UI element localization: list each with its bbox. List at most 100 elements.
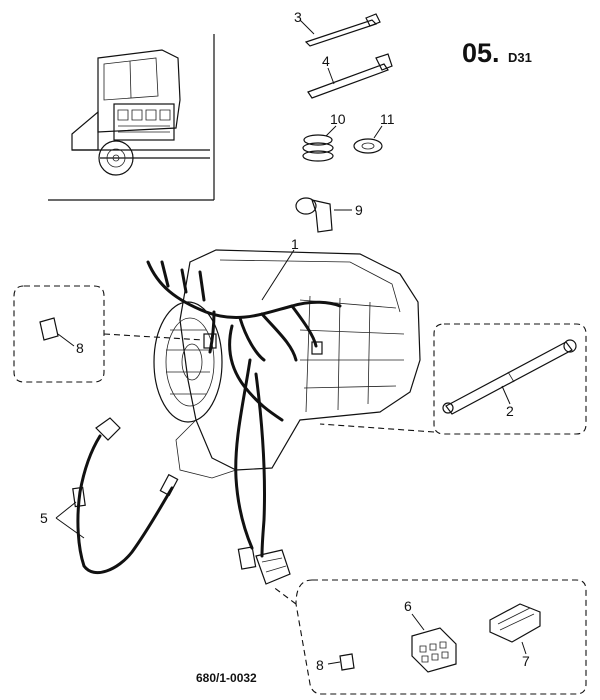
cab-window xyxy=(103,57,159,101)
callout-5: 5 xyxy=(40,510,48,526)
detail-box-left-border xyxy=(13,285,105,383)
callout-3: 3 xyxy=(294,9,302,25)
detail-box-bottom-link xyxy=(271,585,297,605)
callout-4: 4 xyxy=(322,53,330,69)
part-6-pins xyxy=(419,641,449,663)
harness-connector-flywheel xyxy=(203,333,217,349)
harness-branch-a xyxy=(160,260,170,288)
grommet-11-outer xyxy=(353,138,383,154)
grommet-10-top xyxy=(303,134,333,146)
detail-box-left: 8 xyxy=(13,285,205,383)
connector-9-cap xyxy=(295,197,317,215)
detail-box-bottom: 6 7 8 xyxy=(271,579,587,695)
harness-connector-sensor xyxy=(311,341,323,355)
callout-8-left: 8 xyxy=(76,340,84,356)
strap-3-body xyxy=(304,19,378,47)
sensor-5-sleeve-b xyxy=(159,473,179,497)
callout-9: 9 xyxy=(355,202,363,218)
truck-wheel xyxy=(98,140,134,176)
truck-inset xyxy=(48,34,215,201)
leader-10 xyxy=(325,125,337,137)
callout-10: 10 xyxy=(330,111,346,127)
engine-ribs-vertical xyxy=(305,295,371,413)
harness-branch-c xyxy=(198,270,206,302)
part-9-connector: 9 xyxy=(295,197,363,233)
engine-ribs xyxy=(299,299,405,389)
part-8-bottom-body xyxy=(339,653,355,671)
part-8-left-body xyxy=(39,317,59,341)
harness-drop-mid xyxy=(238,316,266,362)
truck-wheel-hub xyxy=(106,148,126,168)
harness-top-run xyxy=(146,260,342,320)
leader-6 xyxy=(411,613,425,631)
leader-5-b xyxy=(55,517,85,539)
engine-detail xyxy=(118,125,170,133)
callout-7: 7 xyxy=(522,653,530,669)
harness-drop-right xyxy=(260,312,298,362)
callout-8-bottom: 8 xyxy=(316,657,324,673)
part-3-strap: 3 xyxy=(294,9,381,47)
drawing-reference: 680/1-0032 xyxy=(196,671,257,685)
flywheel-spokes xyxy=(166,329,210,395)
harness-drop-flywheel xyxy=(208,310,216,354)
harness-end-connector-b-pins xyxy=(261,557,287,573)
engine-top-edge xyxy=(219,259,401,313)
truck-front xyxy=(71,110,99,151)
part-7-body xyxy=(489,603,541,643)
grommet-10-ring xyxy=(302,142,334,154)
callout-6: 6 xyxy=(404,598,412,614)
grommet-11-hole xyxy=(361,142,375,150)
leader-7 xyxy=(521,641,527,655)
leader-3 xyxy=(299,19,315,35)
detail-box-right: 2 xyxy=(319,323,587,435)
callout-11: 11 xyxy=(380,111,395,127)
part-4-strap: 4 xyxy=(307,53,393,99)
engine-cylinders xyxy=(117,109,171,121)
part-1-harness: 1 xyxy=(146,236,342,558)
section-code: D31 xyxy=(508,50,532,65)
flywheel-inner xyxy=(165,317,215,407)
part-2-break xyxy=(507,371,515,383)
cab-window-divider xyxy=(129,60,132,99)
connector-9-body xyxy=(311,199,333,233)
part-2-strap xyxy=(445,341,573,415)
harness-main-down xyxy=(234,358,254,550)
harness-branch-b xyxy=(180,268,188,294)
leader-11 xyxy=(373,125,383,139)
strap-4-body xyxy=(307,63,389,99)
part-10-grommet: 10 xyxy=(302,111,346,162)
harness-end-connector-a xyxy=(237,546,257,570)
sensor-5-sleeve-a xyxy=(72,486,86,508)
sensor-5-plug xyxy=(95,417,121,441)
leader-5-a xyxy=(55,501,77,519)
truck-engine xyxy=(113,103,175,141)
section-number: 05. xyxy=(462,38,500,68)
detail-box-right-link xyxy=(319,423,435,433)
detail-box-left-link xyxy=(103,333,205,341)
harness-drop-sensor xyxy=(290,304,318,348)
section-heading: 05. D31 xyxy=(462,38,532,68)
flywheel xyxy=(153,301,223,423)
leader-2 xyxy=(501,385,511,405)
part-5-cable: 5 xyxy=(40,417,179,575)
strap-3-clip xyxy=(365,13,381,27)
leader-1 xyxy=(261,249,295,301)
leader-4 xyxy=(327,67,335,85)
part-6-body xyxy=(411,627,457,673)
engine-block xyxy=(153,249,421,479)
engine-outline xyxy=(179,249,421,471)
callout-1: 1 xyxy=(291,236,299,252)
strap-4-clip xyxy=(375,53,393,71)
leader-8-bottom xyxy=(327,661,341,665)
part-2-eye-left xyxy=(442,402,454,414)
harness-end-connectors xyxy=(237,546,291,585)
engine-lower-housing xyxy=(175,419,237,479)
harness-end-connector-b xyxy=(255,549,291,585)
part-2-eye-right xyxy=(563,339,577,353)
grommet-10-bottom xyxy=(302,150,334,162)
truck-wheel-center xyxy=(112,154,120,162)
flywheel-hub xyxy=(181,343,203,381)
harness-loop xyxy=(228,324,284,422)
